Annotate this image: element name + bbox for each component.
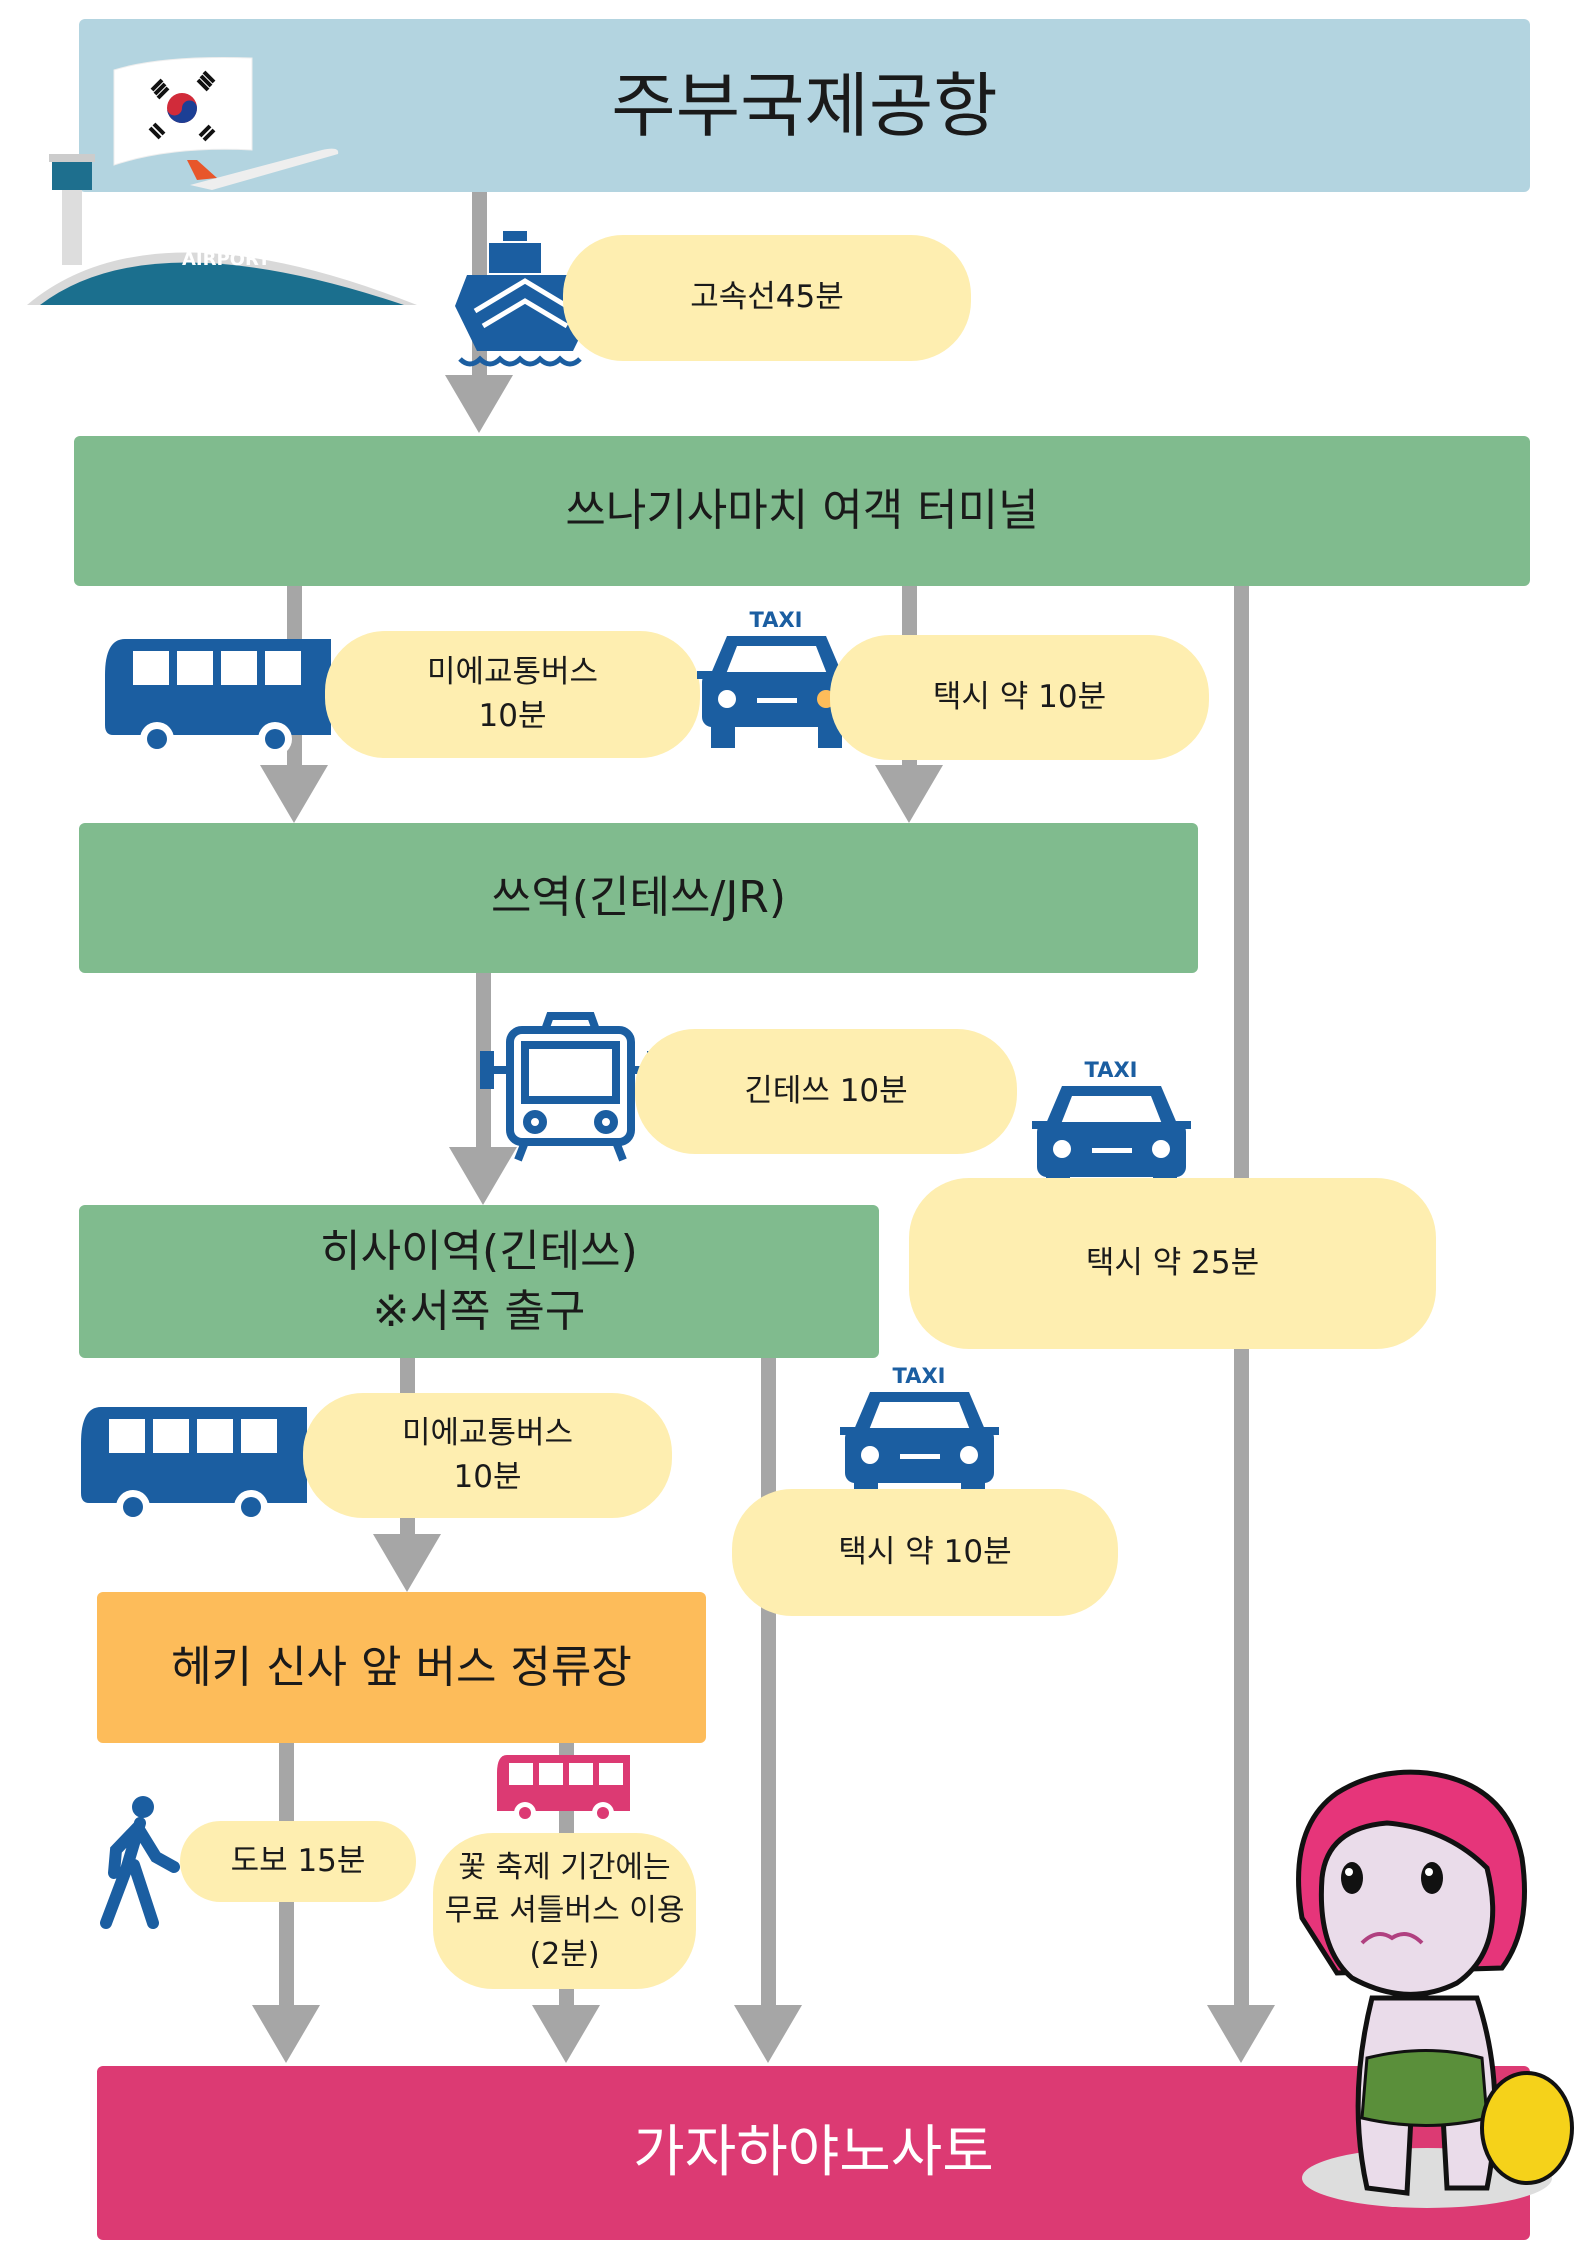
tsu-station-title: 쓰역(긴테쓰/JR) xyxy=(490,872,787,924)
arrow-head-icon xyxy=(445,375,513,433)
route-ferry-pill: 고속선45분 xyxy=(563,235,971,361)
route-bus1-label-line2: 10분 xyxy=(478,697,547,734)
arrow-head-icon xyxy=(875,765,943,823)
route-bus1-label-line1: 미에교통버스 xyxy=(426,654,599,691)
route-taxi3-label: 택시 약 10분 xyxy=(838,1533,1012,1570)
airport-sign-text: AIRPORT xyxy=(182,249,271,270)
route-taxi2-pill: 택시 약 25분 xyxy=(909,1178,1436,1349)
taxi-sign-text: TAXI xyxy=(893,1364,946,1388)
hisai-station-exit-note: ※서쪽 출구 xyxy=(372,1285,586,1337)
destination-title: 가자하야노사토 xyxy=(633,2119,994,2185)
route-bus1-pill: 미에교통버스 10분 xyxy=(325,631,700,758)
taxi-icon: TAXI xyxy=(1032,1058,1191,1198)
arrow-head-icon xyxy=(260,765,328,823)
route-bus2-pill: 미에교통버스 10분 xyxy=(303,1393,672,1518)
hekki-bus-stop-title: 헤키 신사 앞 버스 정류장 xyxy=(171,1641,632,1693)
arrow-head-icon xyxy=(449,1147,517,1205)
arrow-head-icon xyxy=(373,1534,441,1592)
shuttle-bus-icon xyxy=(497,1755,630,1824)
route-ferry-label: 고속선45분 xyxy=(690,279,844,316)
hisai-station-box: 히사이역(긴테쓰) ※서쪽 출구 xyxy=(79,1205,879,1358)
arrow-head-icon xyxy=(252,2005,320,2063)
mascot-character-icon xyxy=(1296,1769,1574,2208)
bus-icon xyxy=(105,639,331,756)
tsu-station-box: 쓰역(긴테쓰/JR) xyxy=(79,823,1198,973)
destination-box: 가자하야노사토 xyxy=(97,2066,1530,2240)
hisai-station-title: 히사이역(긴테쓰) xyxy=(320,1226,638,1278)
route-shuttle-label: 꽃 축제 기간에는 무료 셔틀버스 이용(2분) xyxy=(444,1849,685,1972)
hekki-bus-stop-box: 헤키 신사 앞 버스 정류장 xyxy=(97,1592,706,1743)
airport-box: 주부국제공항 xyxy=(79,19,1530,192)
arrow-head-icon xyxy=(532,2005,600,2063)
route-kintetsu-pill: 긴테쓰 10분 xyxy=(635,1029,1017,1154)
route-walk-label: 도보 15분 xyxy=(230,1842,366,1879)
route-bus2-label-line2: 10분 xyxy=(453,1458,522,1495)
arrow-head-icon xyxy=(1207,2005,1275,2063)
ferry-icon xyxy=(455,231,595,367)
route-kintetsu-label: 긴테쓰 10분 xyxy=(744,1072,908,1109)
route-taxi2-label: 택시 약 25분 xyxy=(1085,1244,1260,1281)
taxi-sign-text: TAXI xyxy=(750,608,803,632)
route-walk-pill: 도보 15분 xyxy=(180,1821,416,1902)
train-icon xyxy=(480,1012,661,1162)
route-taxi1-pill: 택시 약 10분 xyxy=(830,635,1209,760)
route-taxi3-pill: 택시 약 10분 xyxy=(732,1489,1118,1616)
arrow-head-icon xyxy=(734,2005,802,2063)
airport-title: 주부국제공항 xyxy=(611,64,998,147)
terminal-box: 쓰나기사마치 여객 터미널 xyxy=(74,436,1530,586)
route-bus2-label-line1: 미에교통버스 xyxy=(401,1415,574,1452)
taxi-icon: TAXI xyxy=(840,1364,999,1504)
bus-icon xyxy=(81,1407,307,1524)
walking-person-icon xyxy=(100,1796,180,1929)
connector-line xyxy=(761,1358,776,2013)
terminal-title: 쓰나기사마치 여객 터미널 xyxy=(565,485,1039,537)
route-shuttle-pill: 꽃 축제 기간에는 무료 셔틀버스 이용(2분) xyxy=(433,1833,696,1989)
route-taxi1-label: 택시 약 10분 xyxy=(932,678,1107,715)
airport-illustration-icon: AIRPORT xyxy=(27,57,417,305)
taxi-sign-text: TAXI xyxy=(1085,1058,1138,1082)
